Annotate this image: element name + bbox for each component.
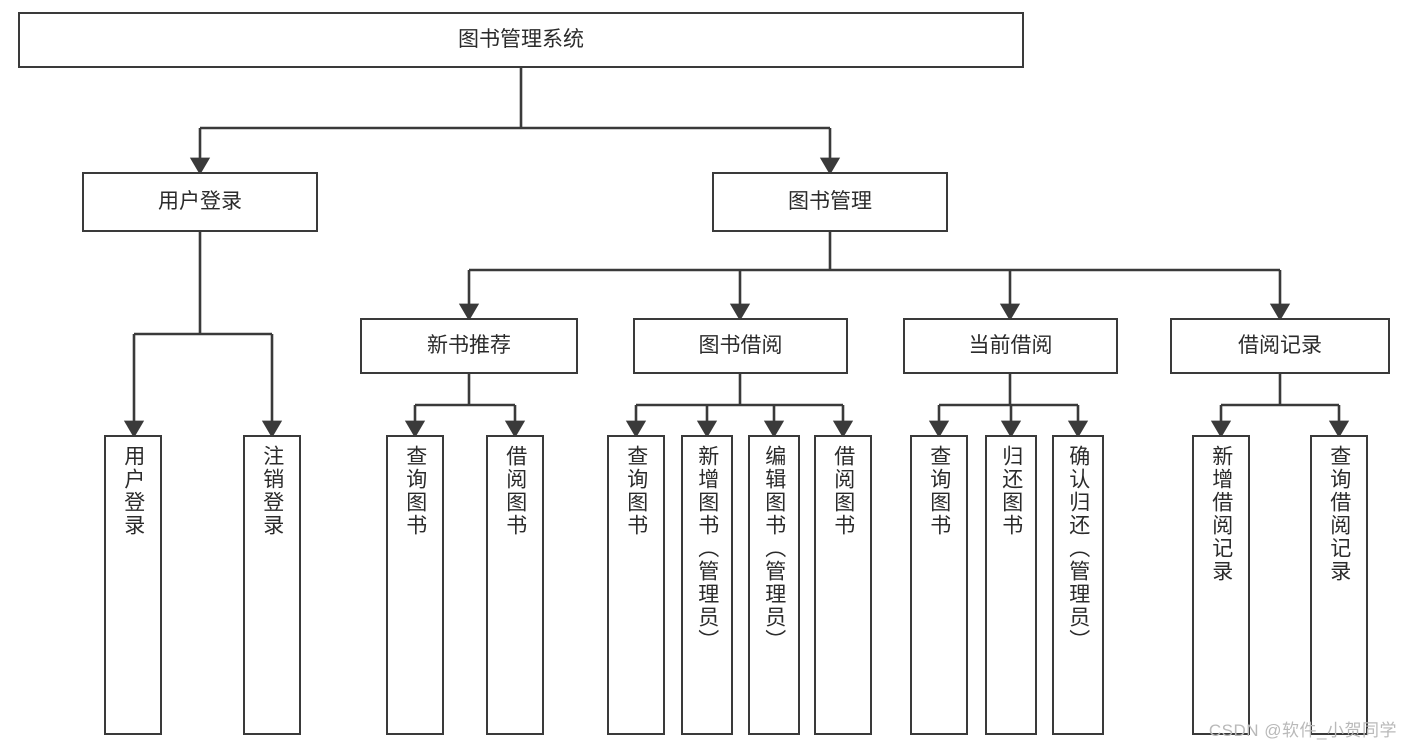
node-user-login[interactable]: 用户登录 <box>82 172 318 232</box>
node-book-borrow-label: 图书借阅 <box>698 334 783 358</box>
node-book-manage-label: 图书管理 <box>788 190 872 214</box>
leaf-confirm-return-label: 确认归还（管理员） <box>1066 445 1090 652</box>
leaf-return-book-label: 归还图书 <box>999 445 1023 537</box>
leaf-edit-book-label: 编辑图书（管理员） <box>762 445 786 652</box>
node-new-book-recommend[interactable]: 新书推荐 <box>360 318 578 374</box>
node-book-borrow[interactable]: 图书借阅 <box>633 318 848 374</box>
leaf-query-book-3[interactable]: 查询图书 <box>910 435 968 735</box>
leaf-edit-book[interactable]: 编辑图书（管理员） <box>748 435 800 735</box>
leaf-add-record-label: 新增借阅记录 <box>1209 445 1233 583</box>
leaf-query-record-label: 查询借阅记录 <box>1327 445 1351 583</box>
node-borrow-record-label: 借阅记录 <box>1238 334 1322 358</box>
node-user-login-label: 用户登录 <box>158 190 242 214</box>
node-borrow-record[interactable]: 借阅记录 <box>1170 318 1390 374</box>
node-root-label: 图书管理系统 <box>458 28 584 52</box>
leaf-user-login[interactable]: 用户登录 <box>104 435 162 735</box>
leaf-query-book-2-label: 查询图书 <box>624 445 648 537</box>
leaf-query-book-1-label: 查询图书 <box>403 445 427 537</box>
node-book-manage[interactable]: 图书管理 <box>712 172 948 232</box>
node-root-system[interactable]: 图书管理系统 <box>18 12 1024 68</box>
leaf-confirm-return[interactable]: 确认归还（管理员） <box>1052 435 1104 735</box>
node-current-borrow[interactable]: 当前借阅 <box>903 318 1118 374</box>
leaf-logout-login-label: 注销登录 <box>260 445 284 537</box>
leaf-query-book-2[interactable]: 查询图书 <box>607 435 665 735</box>
leaf-query-record[interactable]: 查询借阅记录 <box>1310 435 1368 735</box>
leaf-user-login-label: 用户登录 <box>121 445 145 537</box>
node-new-book-recommend-label: 新书推荐 <box>427 334 511 358</box>
leaf-query-book-1[interactable]: 查询图书 <box>386 435 444 735</box>
leaf-query-book-3-label: 查询图书 <box>927 445 951 537</box>
leaf-return-book[interactable]: 归还图书 <box>985 435 1037 735</box>
leaf-add-book[interactable]: 新增图书（管理员） <box>681 435 733 735</box>
node-current-borrow-label: 当前借阅 <box>968 334 1053 358</box>
leaf-borrow-book-1-label: 借阅图书 <box>503 445 527 537</box>
leaf-logout-login[interactable]: 注销登录 <box>243 435 301 735</box>
leaf-borrow-book-2[interactable]: 借阅图书 <box>814 435 872 735</box>
leaf-add-record[interactable]: 新增借阅记录 <box>1192 435 1250 735</box>
leaf-add-book-label: 新增图书（管理员） <box>695 445 719 652</box>
leaf-borrow-book-1[interactable]: 借阅图书 <box>486 435 544 735</box>
leaf-borrow-book-2-label: 借阅图书 <box>831 445 855 537</box>
